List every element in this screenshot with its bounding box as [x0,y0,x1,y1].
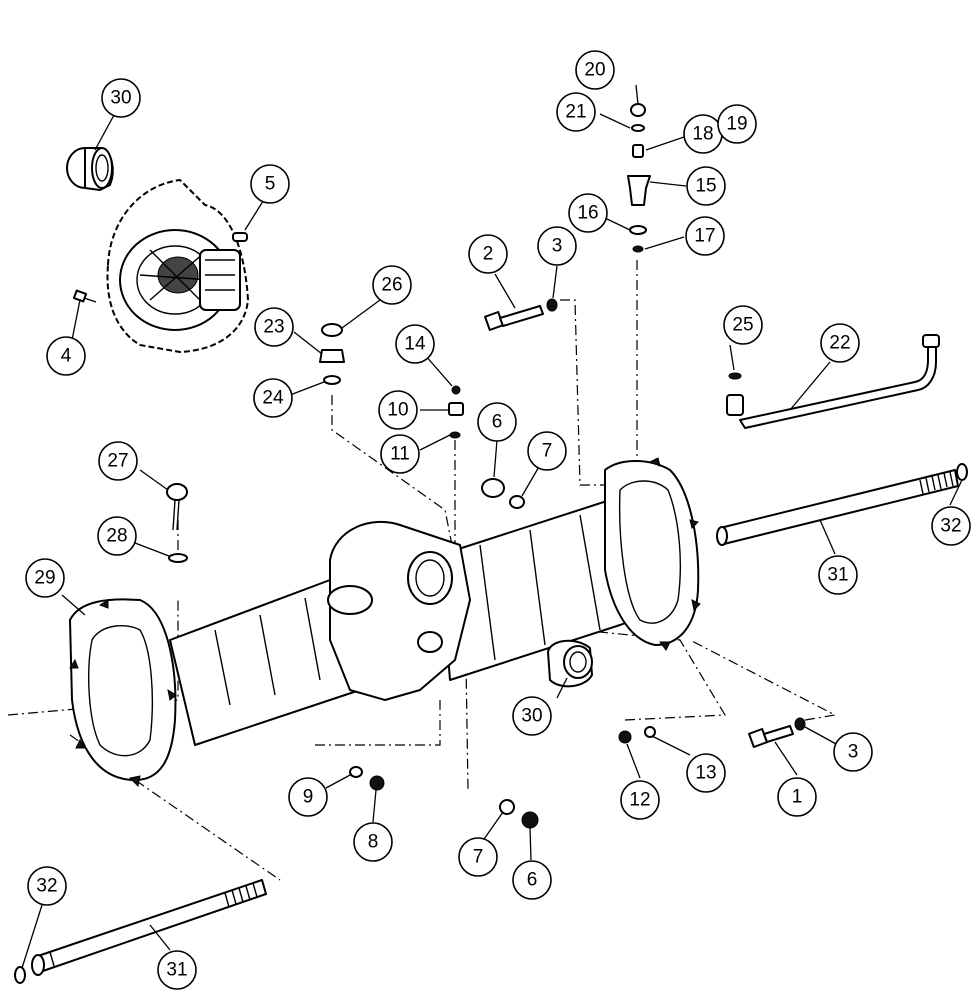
svg-text:30: 30 [110,88,131,109]
svg-text:28: 28 [106,526,127,547]
svg-text:32: 32 [36,876,57,897]
svg-text:15: 15 [695,176,716,197]
callout-28: 28 [97,516,137,556]
callout-25: 25 [723,305,763,345]
callout-9: 9 [288,777,328,817]
callout-16: 16 [568,193,608,233]
callout-26: 26 [372,265,412,305]
callout-5: 5 [250,164,290,204]
svg-text:22: 22 [829,333,850,354]
callout-31-left: 31 [157,950,197,990]
callout-17: 17 [685,216,725,256]
bolt-1 [748,717,806,748]
svg-text:23: 23 [263,317,284,338]
callout-30-bottom: 30 [512,696,552,736]
svg-text:25: 25 [732,315,753,336]
fitting-stack [448,385,464,439]
svg-text:24: 24 [262,388,284,409]
svg-text:5: 5 [265,174,276,195]
callout-31-right: 31 [818,555,858,595]
callout-24: 24 [253,378,293,418]
callout-14: 14 [395,324,435,364]
callout-32-right: 32 [931,506,971,546]
svg-text:8: 8 [368,832,379,853]
svg-text:29: 29 [34,568,55,589]
differential-assembly [106,179,249,353]
leader-lines [21,84,963,969]
svg-text:6: 6 [492,412,503,433]
callout-13: 13 [686,753,726,793]
callout-19: 19 [717,104,757,144]
callout-4: 4 [46,336,86,376]
bolt-2 [484,298,558,331]
callout-7-top: 7 [527,431,567,471]
callout-12: 12 [620,780,660,820]
callout-23: 23 [254,307,294,347]
pin-5 [232,232,248,242]
callout-30-top: 30 [101,78,141,118]
callout-10: 10 [378,390,418,430]
callout-3-bottom: 3 [833,732,873,772]
svg-text:31: 31 [166,960,187,981]
callout-7-bottom: 7 [458,837,498,877]
callout-20: 20 [575,50,615,90]
plug-6-lower [499,799,539,829]
svg-text:17: 17 [694,226,715,247]
svg-text:3: 3 [552,236,563,257]
plug-8 [349,766,385,791]
plug-stack [319,323,345,385]
svg-text:13: 13 [695,763,716,784]
svg-text:27: 27 [107,451,128,472]
valve-stack [627,103,651,253]
svg-text:32: 32 [940,516,961,537]
svg-text:12: 12 [629,790,650,811]
bearing-cup-upper [66,147,114,191]
callout-21: 21 [556,92,596,132]
svg-text:9: 9 [303,787,314,808]
svg-text:21: 21 [565,102,586,123]
callout-11: 11 [380,434,420,474]
svg-text:7: 7 [542,441,553,462]
callout-6-bottom: 6 [512,860,552,900]
svg-text:2: 2 [483,244,494,265]
svg-text:20: 20 [584,60,605,81]
bolt-4 [72,289,97,303]
callout-27: 27 [98,441,138,481]
callout-2: 2 [468,234,508,274]
axle-housing [69,457,701,788]
plug-6-upper [481,478,525,509]
svg-text:3: 3 [848,742,859,763]
callout-15: 15 [686,166,726,206]
svg-text:26: 26 [381,275,402,296]
svg-text:14: 14 [404,334,426,355]
svg-text:6: 6 [527,870,538,891]
svg-text:18: 18 [692,124,713,145]
svg-text:7: 7 [473,847,484,868]
dipstick-27 [166,483,188,563]
callout-3-top: 3 [537,226,577,266]
callout-1: 1 [777,777,817,817]
callout-22: 22 [820,323,860,363]
tube-22 [726,334,940,429]
svg-text:4: 4 [61,346,72,367]
callout-8: 8 [353,822,393,862]
svg-text:19: 19 [726,114,747,135]
plug-12 [618,726,656,744]
svg-text:31: 31 [827,565,848,586]
callout-18: 18 [683,114,723,154]
svg-text:11: 11 [390,444,410,465]
svg-text:10: 10 [387,400,408,421]
callout-6-top: 6 [477,402,517,442]
axle-shaft-right [716,463,968,546]
bearing-cup-lower [547,639,593,688]
svg-text:30: 30 [521,706,542,727]
callout-32-left: 32 [27,866,67,906]
svg-text:1: 1 [792,787,803,808]
svg-text:16: 16 [577,203,598,224]
callout-29: 29 [25,558,65,598]
